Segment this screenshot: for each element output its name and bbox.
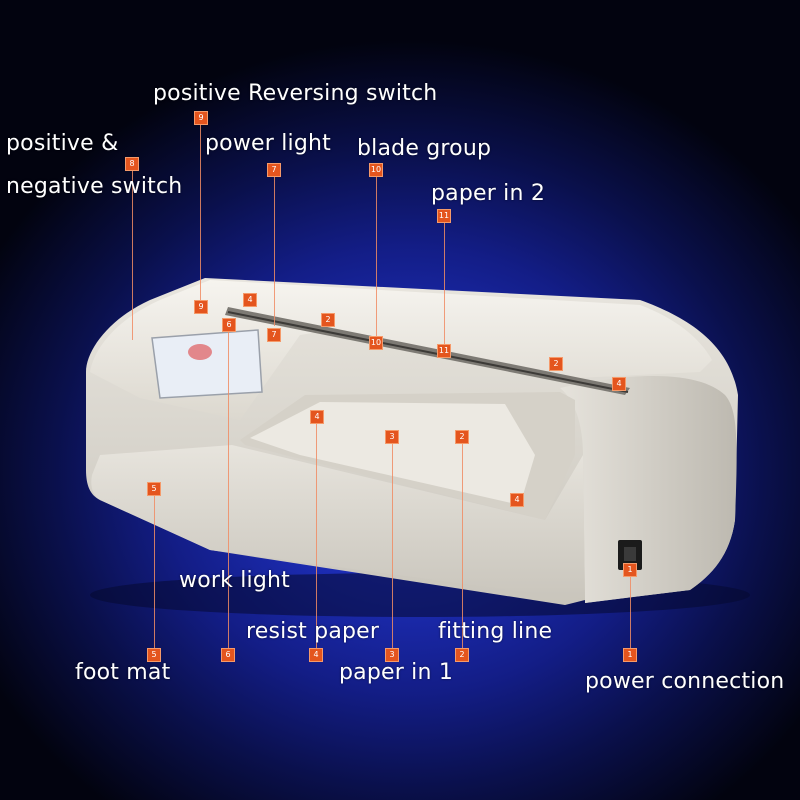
leader-line-8 [132,170,133,340]
logo-mark [188,344,212,360]
badge-3-bottom: 3 [385,648,399,662]
label-work-light: work light [179,568,290,593]
badge-6-bottom: 6 [221,648,235,662]
label-resist-paper: resist paper [246,619,380,644]
leader-line-1 [630,572,631,650]
label-positive-negative-switch-line2: negative switch [6,174,183,199]
badge-3-machine: 3 [385,430,399,444]
badge-7-top: 7 [267,163,281,177]
label-blade-group: blade group [357,136,492,161]
label-positive-negative-switch-line1: positive & [6,131,119,156]
leader-line-11 [444,222,445,344]
leader-line-9 [200,124,201,300]
label-plate [151,329,263,399]
leader-line-5 [154,492,155,650]
badge-6-machine: 6 [222,318,236,332]
badge-4-machine-b: 4 [612,377,626,391]
blade-line [227,311,629,393]
label-paper-in-2: paper in 2 [431,181,546,206]
label-power-light: power light [205,131,331,156]
label-paper-in-1: paper in 1 [339,660,454,685]
right-housing [560,375,737,603]
leader-line-6 [228,328,229,650]
badge-8-top: 8 [125,157,139,171]
power-switch [624,547,636,561]
leader-line-10 [376,176,377,336]
badge-4-bottom: 4 [309,648,323,662]
leader-line-3 [392,440,393,650]
badge-7-machine: 7 [267,328,281,342]
badge-5-machine: 5 [147,482,161,496]
badge-10-machine: 10 [369,336,383,350]
leader-line-7 [274,176,275,326]
badge-2-machine-a: 2 [321,313,335,327]
front-lip [91,445,586,600]
badge-4-machine-a: 4 [243,293,257,307]
label-positive-reversing-switch: positive Reversing switch [153,81,438,106]
label-power-connection: power connection [585,669,785,694]
label-fitting-line: fitting line [438,619,553,644]
badge-2-machine-b: 2 [549,357,563,371]
badge-5-bottom: 5 [147,648,161,662]
badge-4-machine-c: 4 [310,410,324,424]
label-foot-mat: foot mat [75,660,171,685]
badge-2-machine-c: 2 [455,430,469,444]
badge-1-bottom: 1 [623,648,637,662]
badge-9-machine: 9 [194,300,208,314]
leader-line-2 [462,440,463,650]
badge-11-machine: 11 [437,344,451,358]
badge-9-top: 9 [194,111,208,125]
badge-4-machine-d: 4 [510,493,524,507]
badge-10-top: 10 [369,163,383,177]
leader-line-4 [316,420,317,650]
badge-11-top: 11 [437,209,451,223]
badge-1-machine: 1 [623,563,637,577]
badge-2-bottom: 2 [455,648,469,662]
